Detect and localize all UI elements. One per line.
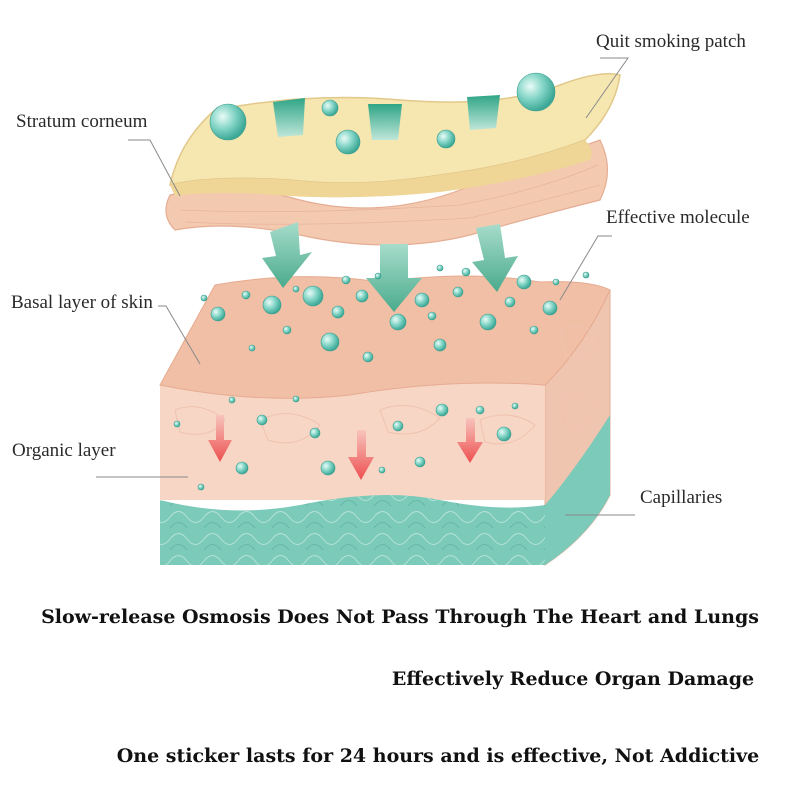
organic-texture: [174, 326, 601, 445]
label-quit-smoking-patch: Quit smoking patch: [596, 31, 746, 52]
molecule: [320, 460, 336, 476]
molecule: [435, 403, 449, 417]
molecule: [335, 129, 361, 155]
molecule: [504, 296, 516, 308]
molecule: [309, 427, 321, 439]
green-arrow-left: [262, 222, 312, 288]
molecule: [414, 292, 430, 308]
label-capillaries: Capillaries: [640, 487, 722, 508]
molecule: [374, 272, 382, 280]
patch-edge: [170, 140, 592, 198]
skin-block: [159, 275, 611, 566]
molecule: [542, 300, 558, 316]
molecule: [529, 325, 539, 335]
molecule: [200, 294, 208, 302]
caption-osmosis: Slow-release Osmosis Does Not Pass Throu…: [41, 606, 759, 628]
reservoir-1: [273, 98, 305, 137]
molecule: [582, 271, 590, 279]
molecule: [389, 313, 407, 331]
reservoir-2: [368, 104, 402, 140]
red-arrow-right: [457, 418, 483, 463]
leader-patch: [585, 57, 629, 119]
block-side-capillary: [545, 415, 610, 565]
molecule: [461, 267, 471, 277]
molecule: [378, 466, 386, 474]
reservoir-3: [467, 95, 500, 130]
molecule: [427, 311, 437, 321]
leader-stratum: [128, 139, 181, 197]
molecule: [248, 344, 256, 352]
capillary-net: [160, 495, 545, 565]
molecule: [173, 420, 181, 428]
molecule: [235, 461, 249, 475]
caption-24-hours: One sticker lasts for 24 hours and is ef…: [116, 745, 760, 767]
leader-basal: [158, 305, 201, 365]
label-effective-molecule: Effective molecule: [606, 207, 750, 228]
molecule: [292, 395, 300, 403]
stratum-texture: [179, 164, 601, 225]
molecule: [436, 264, 444, 272]
molecule: [341, 275, 351, 285]
green-arrow-center: [366, 244, 422, 312]
red-arrow-center: [348, 430, 374, 480]
molecule: [516, 274, 532, 290]
molecule: [475, 405, 485, 415]
caption-organ-damage: Effectively Reduce Organ Damage: [391, 668, 755, 690]
molecule: [331, 305, 345, 319]
red-arrows: [208, 415, 483, 480]
green-arrow-right: [472, 224, 518, 292]
molecule: [292, 285, 300, 293]
molecule: [355, 289, 369, 303]
molecule: [362, 351, 374, 363]
leader-lines: [96, 57, 635, 516]
molecule: [452, 286, 464, 298]
molecule: [320, 332, 340, 352]
molecule: [511, 402, 519, 410]
molecule: [209, 103, 247, 141]
label-organic-layer: Organic layer: [12, 440, 116, 461]
molecule: [392, 420, 404, 432]
molecule: [552, 278, 560, 286]
molecule: [479, 313, 497, 331]
molecule: [321, 99, 339, 117]
molecule: [197, 483, 205, 491]
stratum-corneum-layer: [165, 139, 609, 246]
molecule: [433, 338, 447, 352]
molecule: [302, 285, 324, 307]
patch-reservoirs: [273, 95, 500, 140]
molecule: [414, 456, 426, 468]
molecule: [496, 426, 512, 442]
organic-layer-face: [160, 382, 545, 500]
effective-molecules: [173, 72, 590, 491]
molecule: [256, 414, 268, 426]
label-stratum-corneum: Stratum corneum: [16, 111, 148, 132]
molecule: [210, 306, 226, 322]
molecule: [282, 325, 292, 335]
leader-molecule: [559, 235, 612, 301]
green-arrows: [262, 222, 518, 312]
red-arrow-left: [208, 415, 232, 462]
molecule: [436, 129, 456, 149]
molecule: [228, 396, 236, 404]
molecule: [262, 295, 282, 315]
molecule: [516, 72, 556, 112]
label-basal-layer: Basal layer of skin: [11, 292, 153, 313]
molecule: [241, 290, 251, 300]
